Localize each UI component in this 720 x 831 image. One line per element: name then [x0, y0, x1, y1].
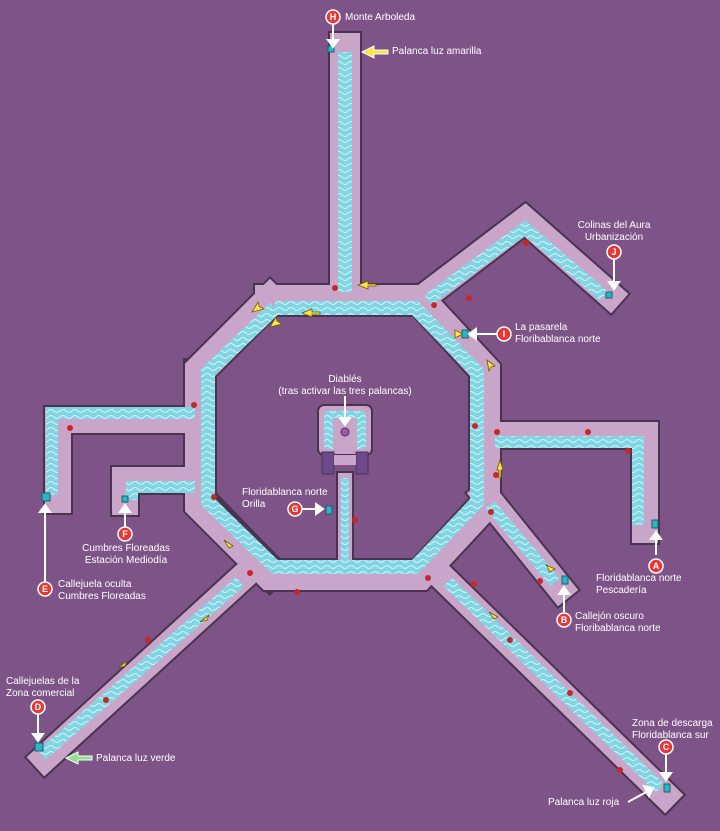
pointer-lines [31, 24, 673, 803]
lever-arrows [64, 45, 389, 765]
diables-chamber [317, 404, 373, 475]
marker-E: E [37, 581, 53, 597]
svg-text:G: G [291, 504, 298, 514]
label-zona-comercial: Callejuelas de la Zona comercial [6, 676, 80, 699]
svg-text:J: J [611, 247, 616, 257]
red-drops [67, 240, 631, 773]
label-red-lever: Palanca luz roja [548, 797, 620, 808]
marker-I: I [496, 326, 512, 342]
label-diables: Diablés (tras activar las tres palancas) [278, 374, 412, 397]
marker-G: G [287, 501, 303, 517]
water-channels [38, 52, 665, 793]
svg-text:I: I [503, 329, 506, 339]
marker-D: D [30, 699, 46, 715]
exit-doors [34, 45, 671, 793]
location-markers: H J I A B C D E F G [30, 9, 674, 755]
svg-text:C: C [663, 742, 670, 752]
label-pescaderia: Floridablanca norte Pescadería [596, 573, 682, 596]
svg-text:D: D [35, 702, 42, 712]
label-colinas-del-aura: Colinas del Aura Urbanización [577, 220, 651, 243]
marker-A: A [648, 558, 664, 574]
label-cumbres-floreadas: Cumbres Floreadas Estación Mediodía [82, 543, 170, 566]
label-yellow-lever: Palanca luz amarilla [392, 46, 482, 57]
label-zona-de-descarga: Zona de descarga Floridablanca sur [632, 718, 713, 741]
svg-text:F: F [122, 529, 128, 539]
svg-text:E: E [42, 584, 48, 594]
flow-arrows [117, 280, 556, 669]
label-callejon-oscuro: Callejón oscuro Floribablanca norte [575, 611, 661, 634]
label-callejuela-oculta: Callejuela oculta Cumbres Floreadas [58, 579, 146, 602]
marker-B: B [556, 612, 572, 628]
marker-F: F [117, 526, 133, 542]
marker-H: H [325, 9, 341, 25]
label-la-pasarela: La pasarela Floribablanca norte [515, 322, 601, 345]
svg-text:H: H [330, 12, 337, 22]
svg-text:A: A [653, 561, 660, 571]
label-green-lever: Palanca luz verde [96, 753, 176, 764]
label-floridablanca-orilla: Floridablanca norte Orilla [242, 487, 328, 510]
marker-J: J [606, 244, 622, 260]
marker-C: C [658, 739, 674, 755]
svg-text:B: B [561, 615, 568, 625]
label-monte-arboleda: Monte Arboleda [345, 12, 416, 23]
